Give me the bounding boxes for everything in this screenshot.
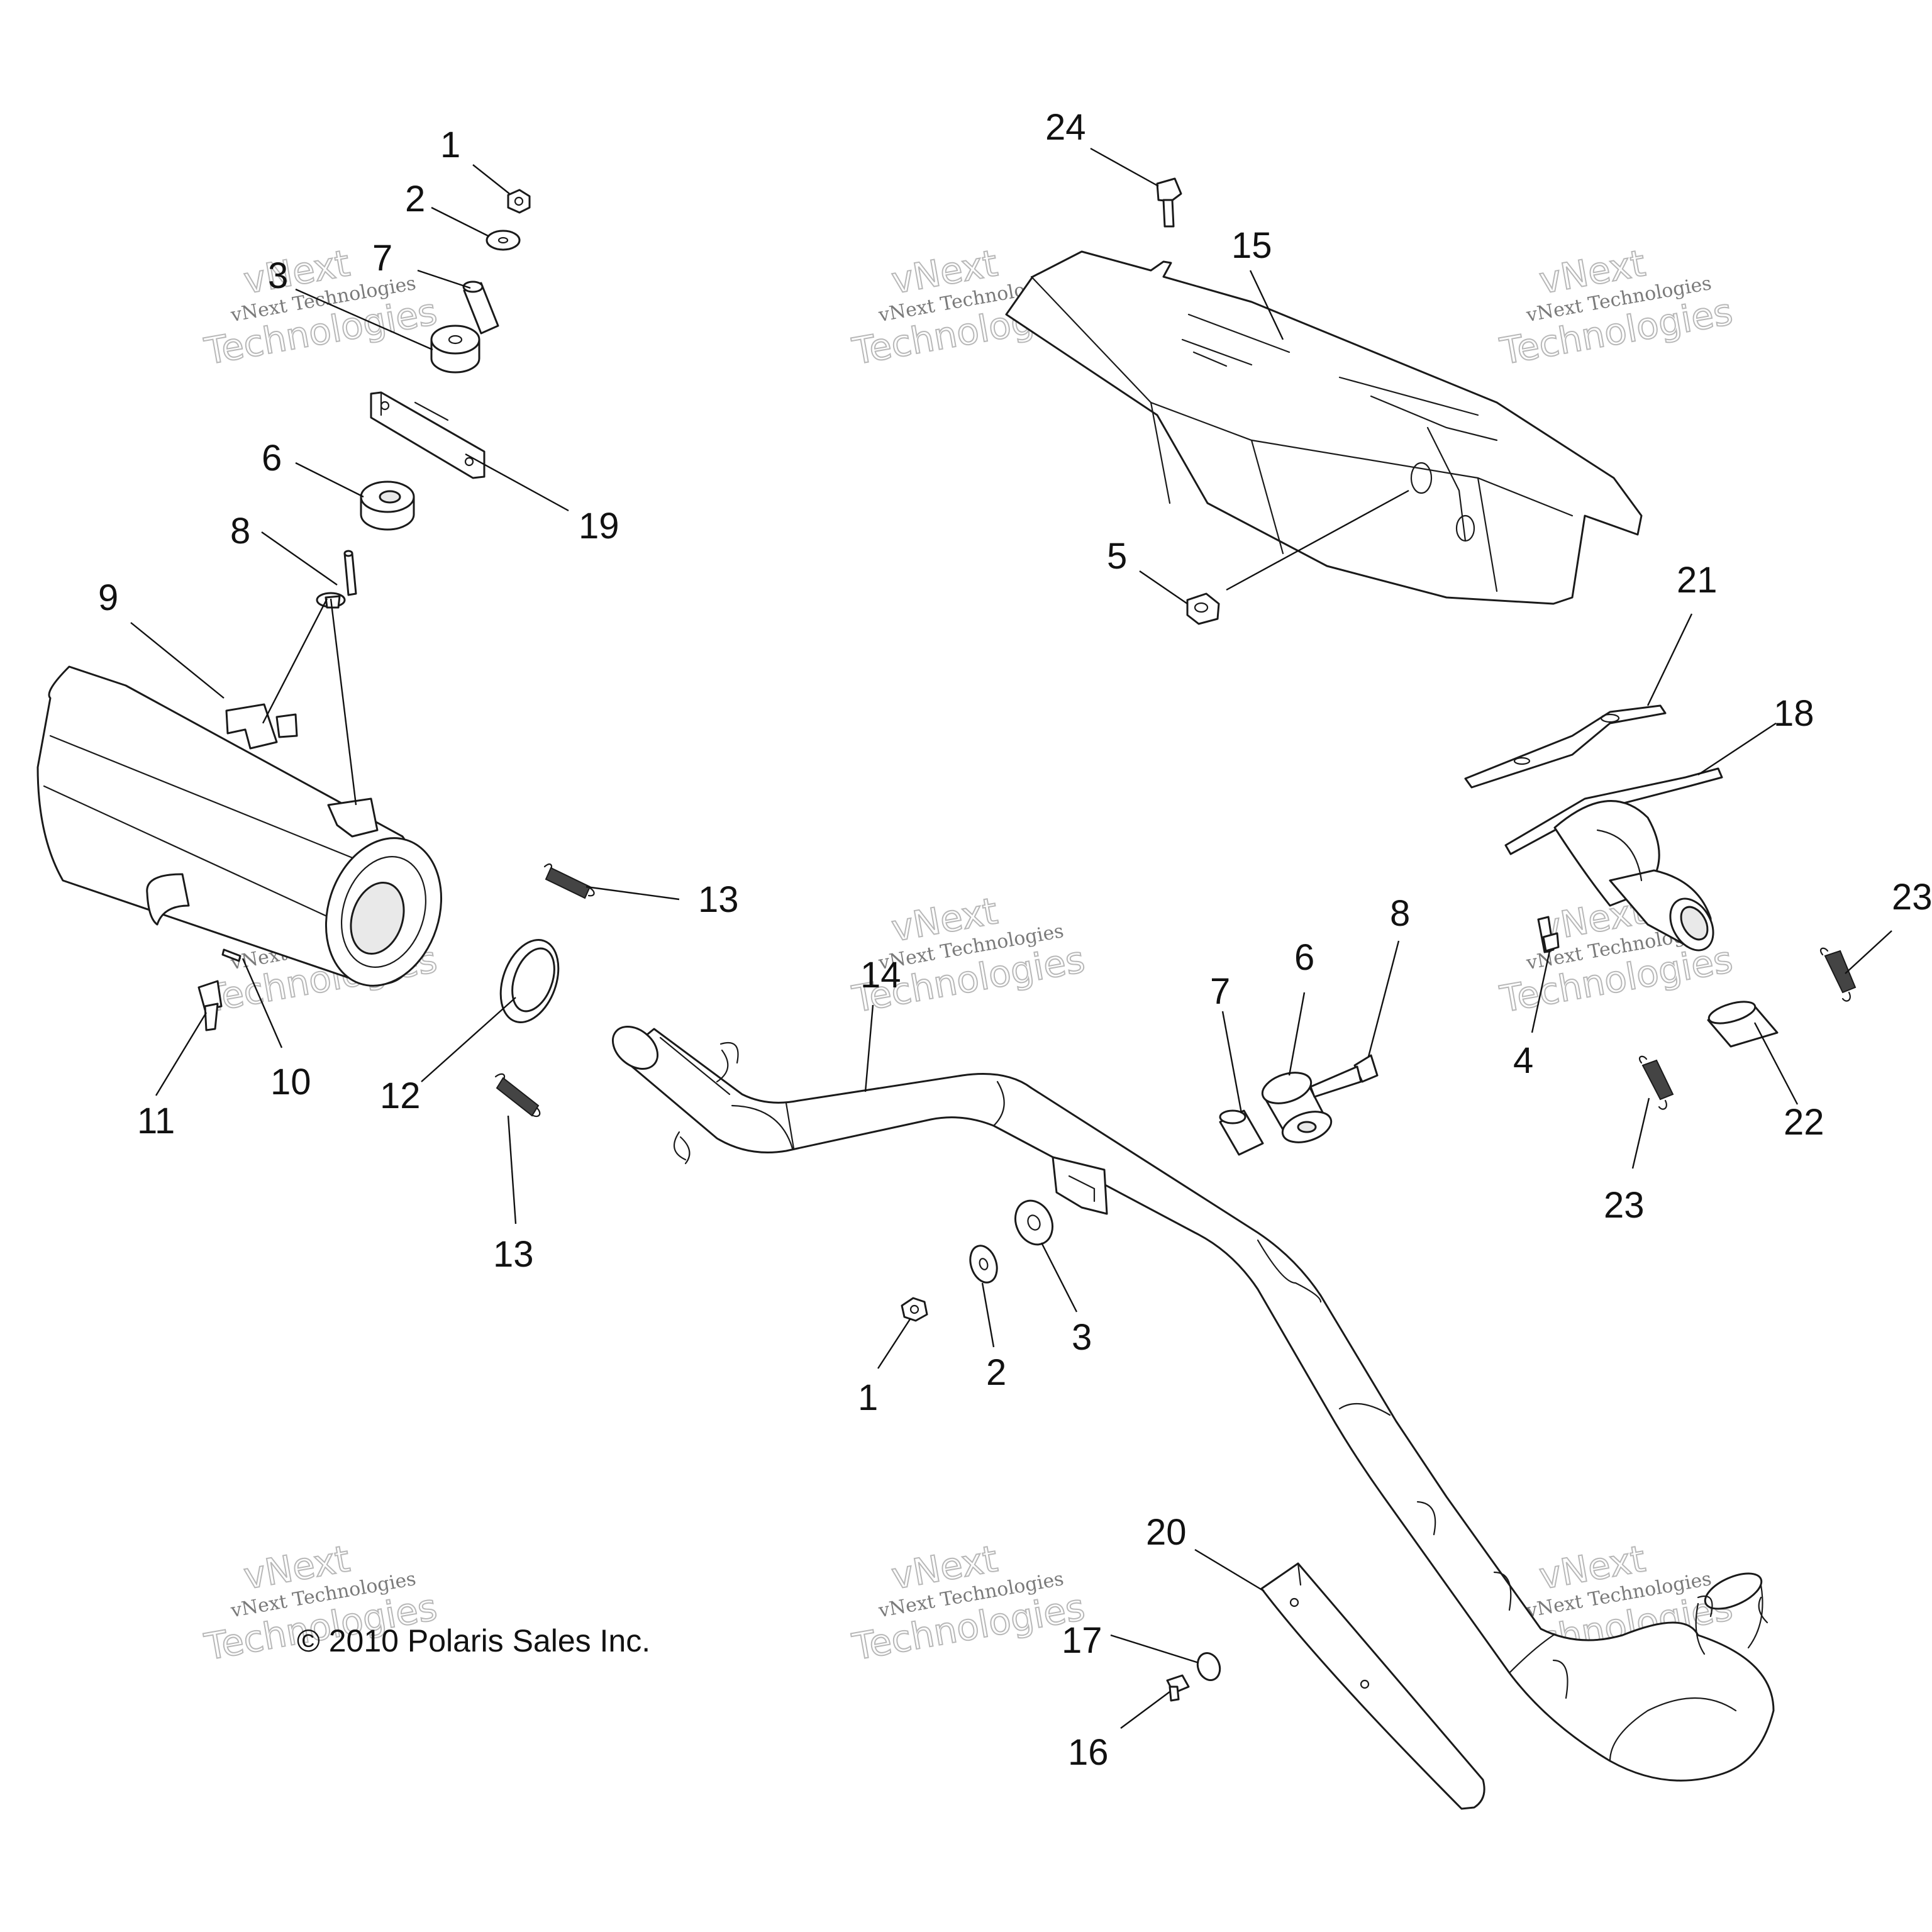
part-nut-5 xyxy=(1186,592,1220,625)
callout: 17 xyxy=(1062,1620,1102,1661)
part-sleeve-upper xyxy=(462,280,499,335)
callout: 3 xyxy=(268,255,288,296)
callout: 16 xyxy=(1068,1732,1109,1773)
part-washer-lower-3 xyxy=(1014,1199,1053,1246)
callout: 7 xyxy=(1210,971,1230,1012)
callout: 22 xyxy=(1784,1102,1824,1143)
callout: 1 xyxy=(440,125,460,165)
watermark: vNext vNext Technologies Technologies xyxy=(848,1536,1089,1669)
callout: 8 xyxy=(1390,893,1410,934)
callout: 7 xyxy=(372,238,392,279)
part-bolt-24 xyxy=(1156,177,1182,228)
leader-lines xyxy=(130,147,1892,1729)
part-bolt-11 xyxy=(197,980,223,1031)
part-washer-upper xyxy=(486,230,521,251)
callout: 15 xyxy=(1231,225,1272,266)
callout: 14 xyxy=(860,955,901,996)
part-washer-lower-2 xyxy=(969,1245,998,1284)
part-spring-23-right xyxy=(1819,947,1857,1002)
callout: 5 xyxy=(1107,536,1127,577)
part-grommet-upper xyxy=(430,325,480,374)
callout: 6 xyxy=(1294,937,1314,978)
part-heat-shield-15 xyxy=(1005,250,1643,605)
part-washer-17 xyxy=(1196,1652,1221,1681)
part-bracket-19 xyxy=(370,391,486,479)
watermark: vNext vNext Technologies Technologies xyxy=(848,889,1089,1021)
part-gasket-ring-22 xyxy=(1707,1001,1779,1048)
watermark: vNext vNext Technologies Technologies xyxy=(1496,241,1736,374)
callout: 4 xyxy=(1513,1040,1533,1081)
part-pin-10 xyxy=(221,948,242,962)
callout: 3 xyxy=(1072,1317,1092,1358)
callout: 23 xyxy=(1604,1185,1645,1226)
part-gasket-ring-12 xyxy=(499,939,560,1023)
callout: 12 xyxy=(380,1075,421,1116)
callout: 2 xyxy=(986,1352,1006,1393)
callout: 13 xyxy=(698,879,739,920)
callout: 9 xyxy=(98,577,118,618)
part-muffler xyxy=(36,665,443,987)
copyright-text: © 2010 Polaris Sales Inc. xyxy=(297,1623,650,1658)
callout: 2 xyxy=(405,179,425,219)
callout: 20 xyxy=(1146,1512,1187,1553)
callout: 11 xyxy=(137,1101,175,1141)
part-head-pipe-flange-18 xyxy=(1504,767,1723,952)
part-heat-shield-20 xyxy=(1260,1562,1485,1810)
callout: 19 xyxy=(579,506,619,547)
callout: 21 xyxy=(1677,560,1718,601)
part-bolt-16 xyxy=(1166,1674,1190,1702)
part-spring-13-lower xyxy=(494,1073,541,1118)
part-spring-13-upper xyxy=(543,863,595,899)
part-grommet-6-lower xyxy=(1261,1072,1333,1143)
watermark: vNext vNext Technologies Technologies xyxy=(201,241,441,374)
part-bolt-8-lower xyxy=(1309,1054,1379,1098)
callout: 8 xyxy=(230,511,250,552)
callout: 10 xyxy=(270,1062,311,1102)
part-sleeve-7-lower xyxy=(1219,1109,1264,1156)
callout: 13 xyxy=(493,1234,534,1275)
part-gasket-21 xyxy=(1464,704,1667,789)
part-spring-23-lower xyxy=(1638,1055,1674,1110)
part-head-pipe-14 xyxy=(611,1026,1775,1782)
callout: 6 xyxy=(262,438,282,479)
callout: 1 xyxy=(858,1377,878,1418)
part-nut-lower xyxy=(901,1297,928,1322)
callouts: 1 2 3 7 6 8 19 9 13 12 11 10 13 24 15 5 … xyxy=(98,107,1932,1773)
part-bolt-8-upper xyxy=(316,550,357,609)
part-nut-upper xyxy=(507,189,531,214)
part-grommet-6-upper xyxy=(360,480,415,531)
callout: 18 xyxy=(1774,693,1814,734)
callout: 24 xyxy=(1045,107,1086,148)
callout: 23 xyxy=(1892,877,1932,918)
part-stud-4 xyxy=(1537,916,1560,953)
